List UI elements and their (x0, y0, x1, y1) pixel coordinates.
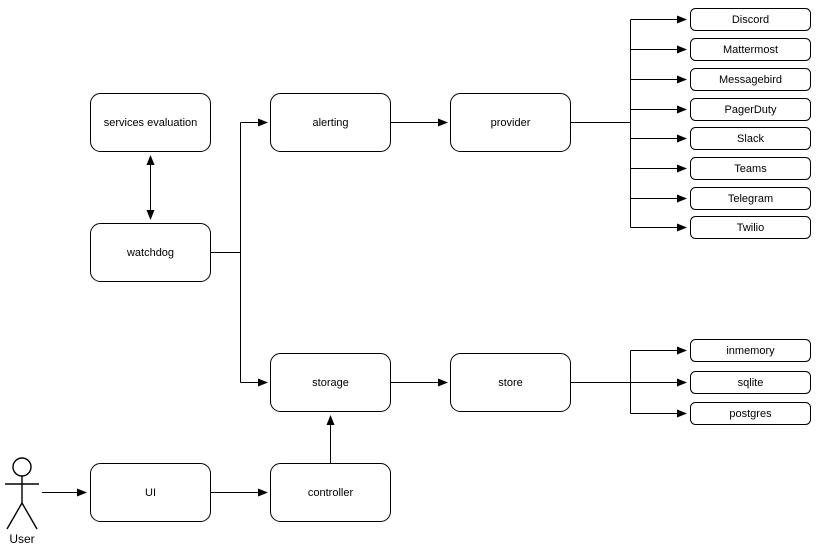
store-list: inmemory sqlite postgres (690, 339, 811, 425)
node-services-evaluation-label: services evaluation (104, 117, 198, 129)
leaf-node-sqlite-label: sqlite (738, 377, 764, 389)
node-store-box[interactable] (450, 353, 571, 412)
leaf-node-mattermost[interactable]: Mattermost (690, 38, 811, 61)
actor-user[interactable]: User (5, 457, 39, 546)
node-controller-box[interactable] (270, 463, 391, 522)
leaf-node-discord[interactable]: Discord (690, 8, 811, 31)
leaf-node-postgres-label: postgres (729, 408, 772, 420)
node-provider-box[interactable] (450, 93, 571, 152)
leaf-node-teams-label: Teams (734, 163, 767, 175)
node-ui-box[interactable] (90, 463, 211, 522)
leaf-node-telegram[interactable]: Telegram (690, 187, 811, 210)
leaf-node-telegram-label: Telegram (728, 193, 773, 205)
node-alerting-label: alerting (312, 117, 348, 129)
node-watchdog-box[interactable] (90, 223, 211, 282)
leaf-node-twilio[interactable]: Twilio (690, 216, 811, 239)
leaf-node-pagerduty-label: PagerDuty (725, 104, 777, 116)
leaf-node-twilio-box[interactable] (690, 216, 811, 239)
leaf-node-inmemory[interactable]: inmemory (690, 339, 811, 362)
leaf-node-mattermost-label: Mattermost (723, 44, 778, 56)
leaf-node-postgres[interactable]: postgres (690, 402, 811, 425)
actor-label: User (9, 532, 34, 546)
node-alerting-box[interactable] (270, 93, 391, 152)
node-watchdog-label: watchdog (126, 247, 174, 259)
node-watchdog[interactable]: watchdog (90, 223, 211, 282)
node-alerting[interactable]: alerting (270, 93, 391, 152)
leaf-node-teams-box[interactable] (690, 157, 811, 180)
leaf-node-messagebird-label: Messagebird (719, 74, 782, 86)
leaf-node-pagerduty[interactable]: PagerDuty (690, 98, 811, 121)
leaf-node-discord-label: Discord (732, 14, 769, 26)
node-storage-label: storage (312, 377, 349, 389)
leaf-node-messagebird[interactable]: Messagebird (690, 68, 811, 91)
node-services-evaluation-box[interactable] (90, 93, 211, 152)
leaf-node-inmemory-box[interactable] (690, 339, 811, 362)
node-provider-label: provider (491, 117, 531, 129)
node-ui[interactable]: UI (90, 463, 211, 522)
leaf-node-pagerduty-box[interactable] (690, 98, 811, 121)
node-storage[interactable]: storage (270, 353, 391, 412)
node-controller-label: controller (308, 487, 354, 499)
actor-left-leg-line (6, 502, 23, 530)
leaf-node-twilio-label: Twilio (737, 222, 765, 234)
leaf-node-discord-box[interactable] (690, 8, 811, 31)
leaf-node-teams[interactable]: Teams (690, 157, 811, 180)
leaf-node-messagebird-box[interactable] (690, 68, 811, 91)
node-controller[interactable]: controller (270, 463, 391, 522)
leaf-node-sqlite[interactable]: sqlite (690, 371, 811, 394)
provider-list: Discord Mattermost Messagebird PagerDuty… (690, 8, 811, 239)
leaf-node-inmemory-label: inmemory (726, 345, 775, 357)
leaf-node-postgres-box[interactable] (690, 402, 811, 425)
leaf-node-sqlite-box[interactable] (690, 371, 811, 394)
node-services-evaluation[interactable]: services evaluation (90, 93, 211, 152)
actor-head-icon (12, 457, 32, 477)
node-store-label: store (498, 377, 522, 389)
leaf-node-telegram-box[interactable] (690, 187, 811, 210)
connectors-group (42, 15, 687, 497)
leaf-node-slack-box[interactable] (690, 127, 811, 150)
actor-right-leg-line (21, 502, 38, 530)
node-provider[interactable]: provider (450, 93, 571, 152)
leaf-node-slack[interactable]: Slack (690, 127, 811, 150)
node-storage-box[interactable] (270, 353, 391, 412)
node-ui-label: UI (145, 487, 156, 499)
leaf-node-slack-label: Slack (737, 133, 764, 145)
node-store[interactable]: store (450, 353, 571, 412)
leaf-node-mattermost-box[interactable] (690, 38, 811, 61)
